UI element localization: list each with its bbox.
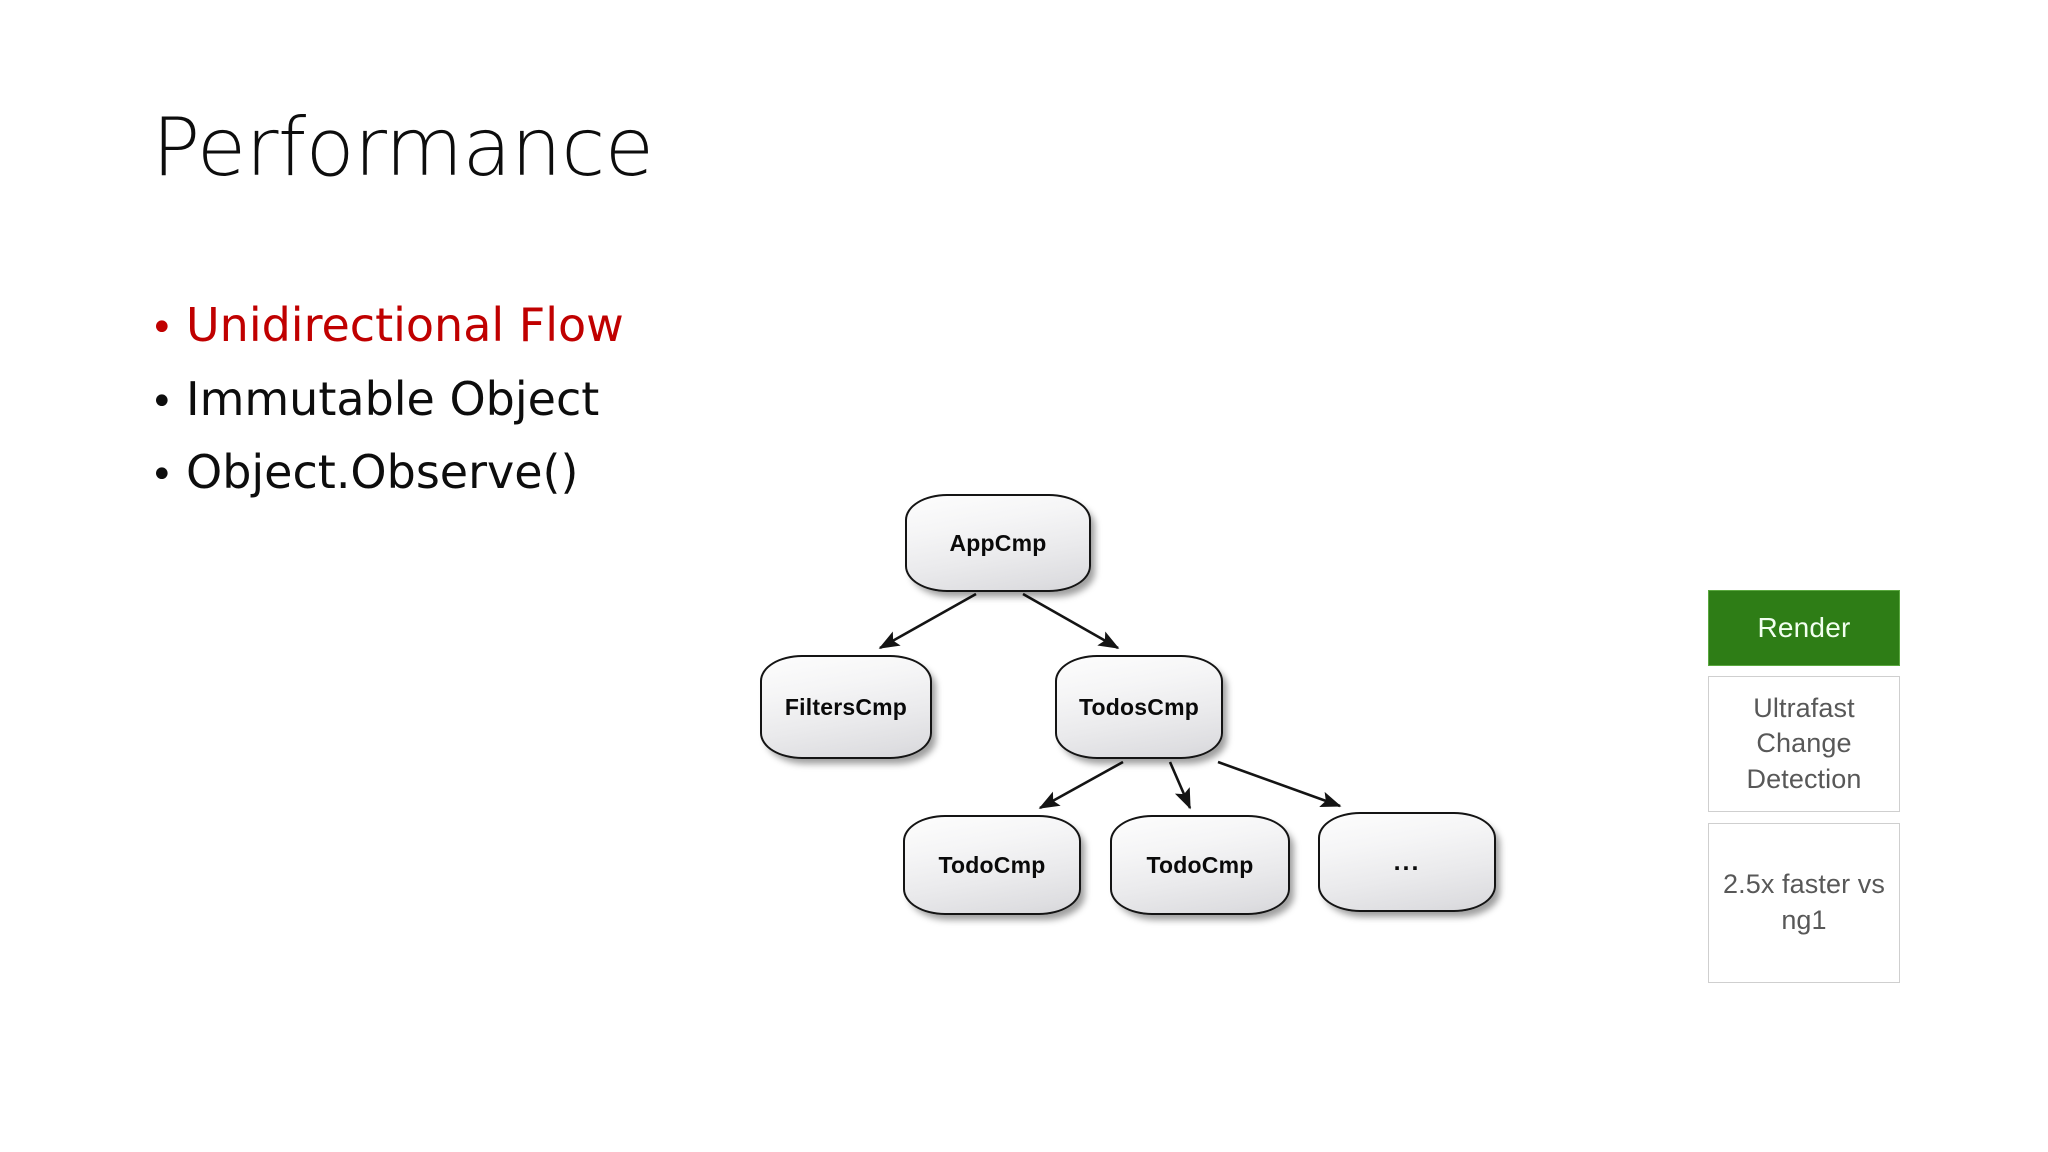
list-item: • Immutable Object <box>150 371 850 426</box>
tree-node-label: FiltersCmp <box>784 693 908 720</box>
render-card-text: 2.5x faster vs ng1 <box>1723 869 1885 935</box>
edge-todos-todo1 <box>1038 760 1124 810</box>
list-item: • Unidirectional Flow <box>150 298 850 352</box>
edge-todos-todo2 <box>1168 761 1192 810</box>
edge-todos-more <box>1217 760 1342 808</box>
bullet-list: • Unidirectional Flow • Immutable Object… <box>150 298 850 521</box>
edge-app-todos <box>1022 592 1120 650</box>
component-tree-diagram: AppCmp FiltersCmp TodosCmp TodoCmp TodoC… <box>740 470 1530 940</box>
tree-node-filterscmp[interactable]: FiltersCmp <box>760 655 932 759</box>
list-item: • Object.Observe() <box>150 447 850 499</box>
bullet-text: Object.Observe() <box>186 445 579 500</box>
render-card-speed: 2.5x faster vs ng1 <box>1708 823 1900 983</box>
bullet-text: Unidirectional Flow <box>186 298 624 352</box>
bullet-dot-icon: • <box>150 305 174 351</box>
bullet-dot-icon: • <box>150 452 174 499</box>
bullet-text: Immutable Object <box>186 371 600 426</box>
tree-node-label: AppCmp <box>949 529 1047 556</box>
render-header-badge: Render <box>1708 590 1900 666</box>
render-card-text: Ultrafast Change Detection <box>1746 692 1862 794</box>
tree-node-label: TodoCmp <box>1146 851 1254 878</box>
tree-node-label: TodosCmp <box>1079 693 1199 720</box>
bullet-dot-icon: • <box>150 378 174 425</box>
render-panel: Render Ultrafast Change Detection 2.5x f… <box>1708 590 1900 983</box>
tree-node-todocmp-2[interactable]: TodoCmp <box>1110 815 1290 915</box>
render-card-ultrafast: Ultrafast Change Detection <box>1708 676 1900 812</box>
page-title: Performance <box>152 101 654 194</box>
tree-edges <box>878 592 1342 810</box>
render-header-label: Render <box>1757 612 1851 643</box>
tree-node-label: ... <box>1393 847 1421 876</box>
tree-node-todocmp-1[interactable]: TodoCmp <box>903 815 1081 915</box>
tree-node-appcmp[interactable]: AppCmp <box>905 494 1091 592</box>
tree-node-label: TodoCmp <box>938 851 1046 878</box>
tree-node-ellipsis[interactable]: ... <box>1318 812 1496 912</box>
tree-node-todoscmp[interactable]: TodosCmp <box>1055 655 1223 759</box>
edge-app-filters <box>878 592 977 650</box>
